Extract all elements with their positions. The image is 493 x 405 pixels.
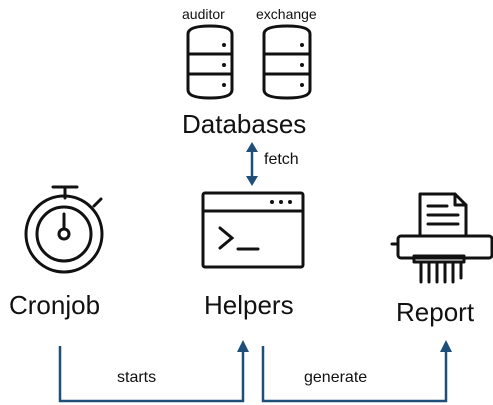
- database-label-exchange: exchange: [256, 6, 317, 22]
- database-label-auditor: auditor: [182, 6, 225, 22]
- databases-title: Databases: [182, 109, 307, 139]
- database-icon: [186, 24, 234, 100]
- generate-label: generate: [304, 369, 368, 386]
- cronjob-label: Cronjob: [9, 290, 101, 320]
- fetch-label: fetch: [264, 151, 299, 168]
- fetch-arrow: [246, 142, 258, 186]
- generate-arrow: [261, 340, 452, 403]
- helpers-label: Helpers: [204, 290, 294, 320]
- stopwatch-icon: [24, 185, 104, 274]
- starts-label: starts: [117, 369, 157, 386]
- starts-arrow: [58, 340, 249, 403]
- printer-icon: [390, 192, 493, 284]
- report-label: Report: [396, 297, 475, 327]
- terminal-window-icon: [201, 191, 305, 269]
- database-icon: [262, 24, 312, 100]
